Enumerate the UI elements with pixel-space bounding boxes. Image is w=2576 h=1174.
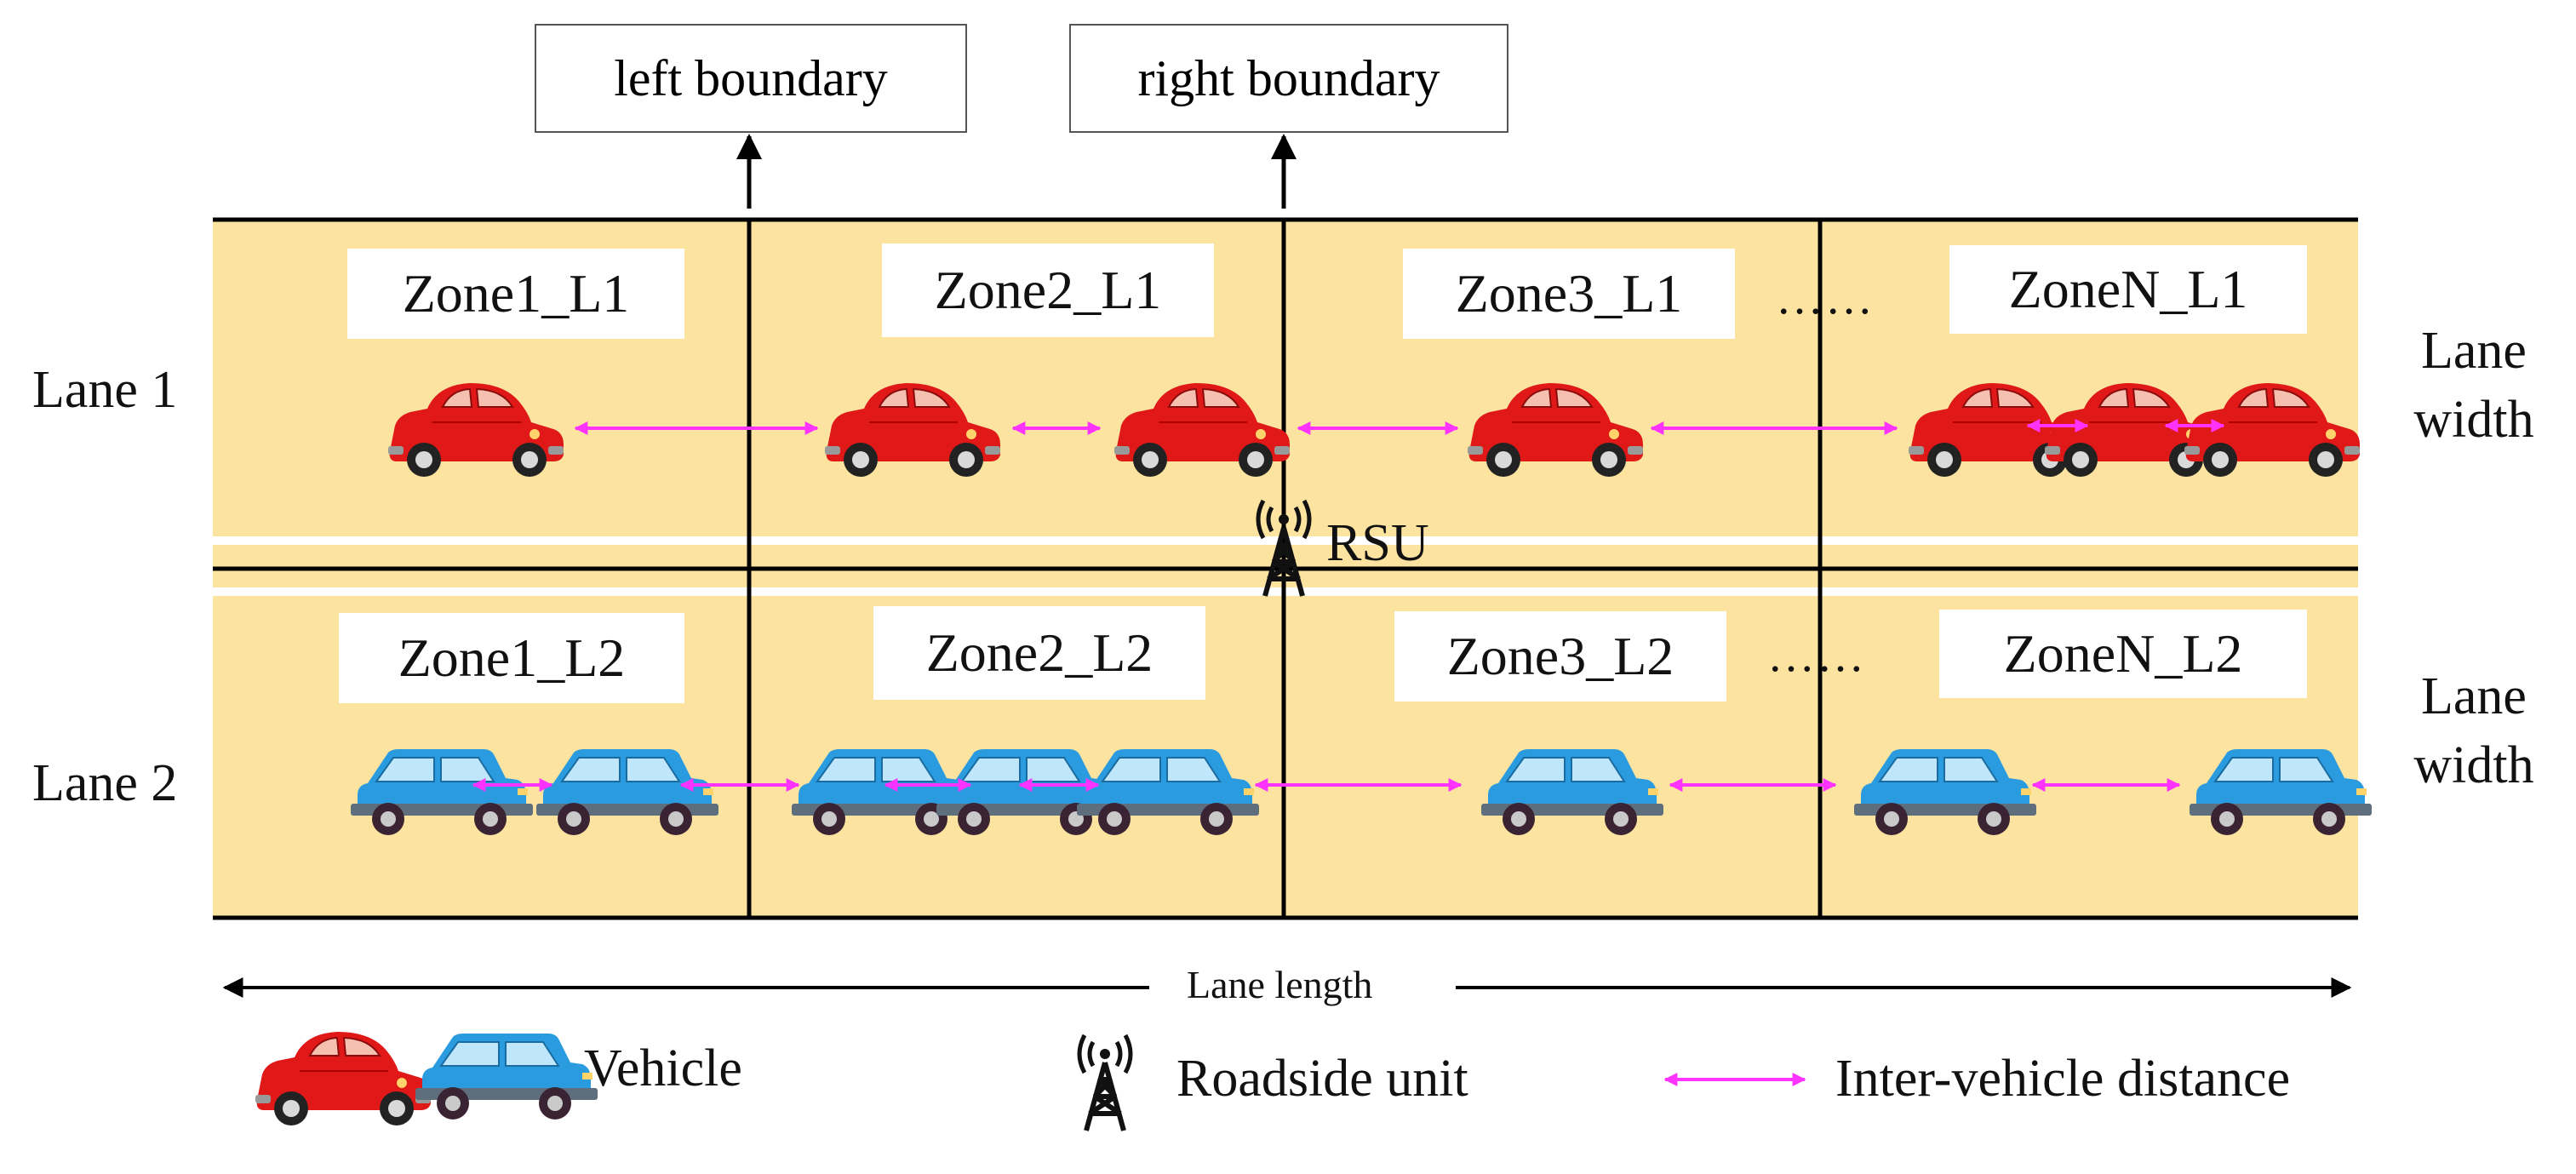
right-boundary-label: right boundary <box>1069 24 1508 133</box>
lane-2-width-label: Lane width <box>2389 662 2559 799</box>
zone-label-l2-2: Zone2_L2 <box>873 606 1205 700</box>
zone-label-l2-3: Zone3_L2 <box>1394 611 1726 702</box>
zone-label-l1-3: Zone3_L1 <box>1403 249 1735 339</box>
legend-blue-car-icon <box>415 1033 598 1120</box>
lane-1-label: Lane 1 <box>32 361 178 419</box>
legend-roadside-unit-label: Roadside unit <box>1176 1050 1468 1108</box>
lane-length-label: Lane length <box>1175 962 1385 1007</box>
legend-vehicle-label: Vehicle <box>584 1039 742 1097</box>
zone-label-l2-n: ZoneN_L2 <box>1939 610 2307 698</box>
ellipsis-lane2: …… <box>1767 629 1866 682</box>
rsu-label: RSU <box>1326 514 1429 572</box>
lane-2-width-word-1: Lane <box>2421 667 2527 725</box>
zone-label-l1-n: ZoneN_L1 <box>1949 245 2307 334</box>
legend-distance-label: Inter-vehicle distance <box>1835 1050 2291 1108</box>
zone-label-l1-1: Zone1_L1 <box>347 249 684 339</box>
ellipsis-lane1: …… <box>1776 272 1875 324</box>
lane-1-width-word-1: Lane <box>2421 322 2527 380</box>
legend-tower-icon <box>1079 1035 1131 1131</box>
lane-1-width-label: Lane width <box>2389 317 2559 454</box>
lane-2-width-word-2: width <box>2413 736 2534 794</box>
left-boundary-label: left boundary <box>535 24 967 133</box>
zone-label-l2-1: Zone1_L2 <box>339 613 684 703</box>
lane-1-width-word-2: width <box>2413 390 2534 449</box>
legend-red-car-icon <box>255 1031 432 1126</box>
zone-label-l1-2: Zone2_L1 <box>882 243 1214 337</box>
lane-2-label: Lane 2 <box>32 754 178 812</box>
